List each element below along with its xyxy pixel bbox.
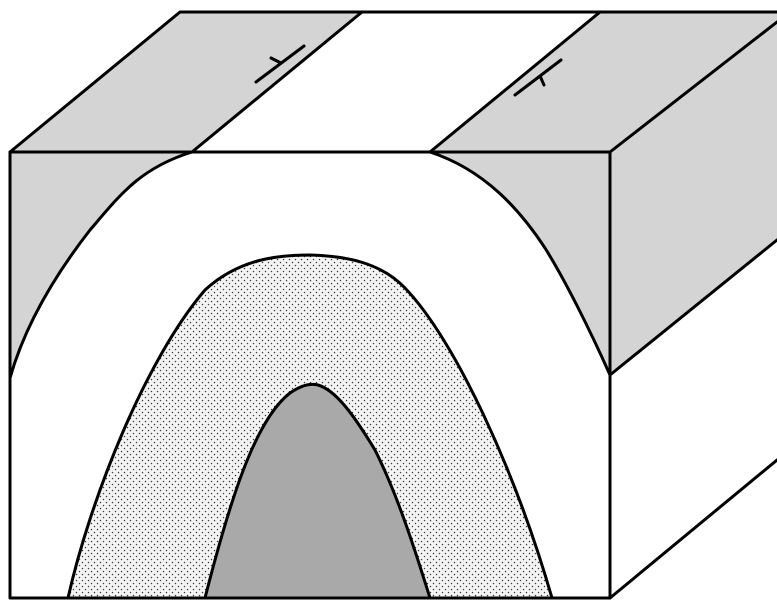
anticline-block-diagram (0, 0, 777, 601)
